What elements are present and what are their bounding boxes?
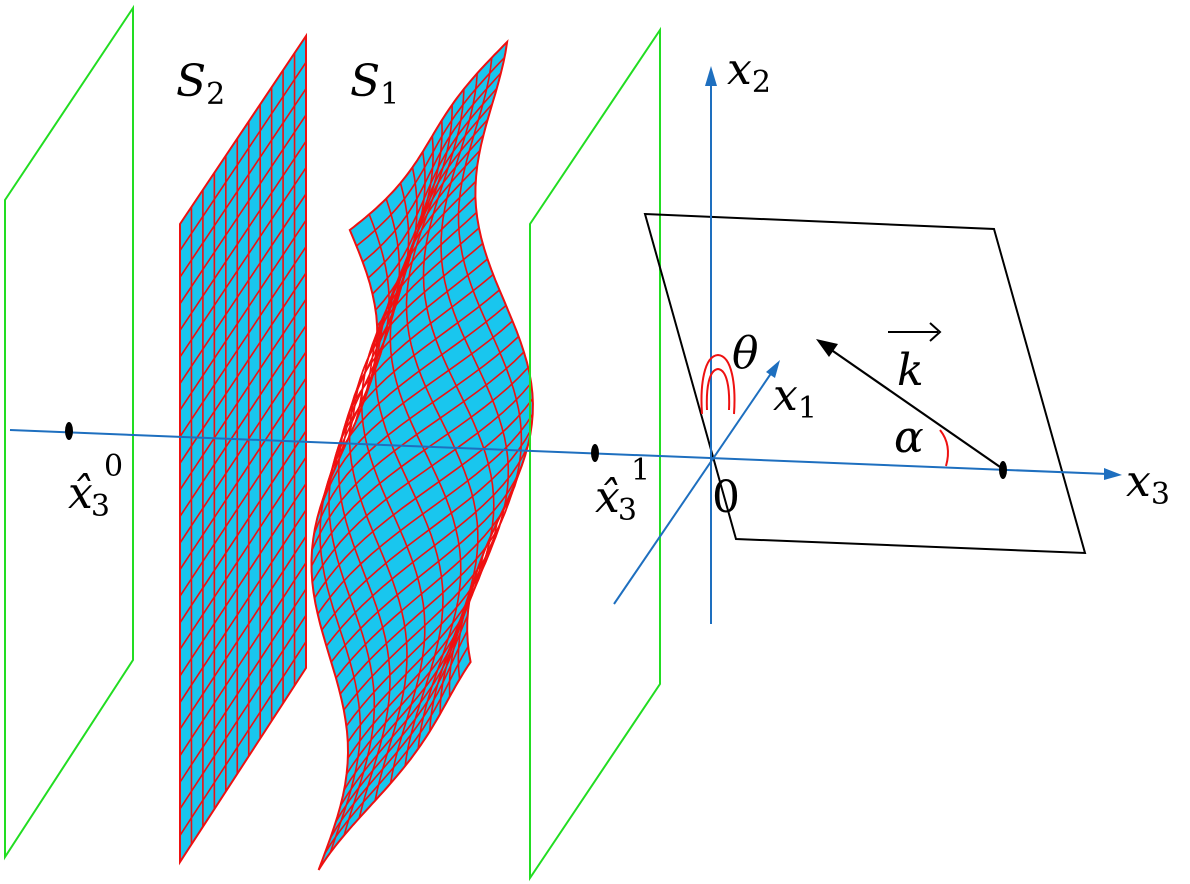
k-vector <box>829 348 1004 470</box>
s1-mesh-horizontal <box>347 242 484 439</box>
s2-mesh-horizontal <box>179 167 307 358</box>
point-k-origin <box>999 461 1007 479</box>
s2-mesh-horizontal <box>179 140 307 331</box>
surface-s1 <box>310 39 534 871</box>
label-xhat0-sup: 0 <box>104 449 123 484</box>
s1-mesh-horizontal <box>311 351 525 551</box>
axes <box>9 66 1122 624</box>
s1-mesh-horizontal <box>367 87 498 279</box>
s1-mesh-horizontal <box>330 460 525 663</box>
point-xhat1 <box>591 444 599 462</box>
label-x2: x2 <box>727 44 771 100</box>
theta-arc-outer <box>700 353 736 415</box>
s1-mesh-horizontal <box>343 506 506 711</box>
s1-mesh-horizontal <box>345 522 498 727</box>
x2-axis-arrowhead <box>705 66 717 86</box>
x3-axis-arrowhead <box>1104 468 1122 480</box>
s1-mesh-horizontal <box>367 196 476 391</box>
s1-mesh-horizontal <box>326 289 501 487</box>
s1-mesh-horizontal <box>311 382 532 583</box>
s2-mesh-horizontal <box>179 404 307 597</box>
s2-mesh-horizontal <box>179 562 307 757</box>
s1-mesh-horizontal <box>317 413 534 615</box>
x3-axis <box>9 429 1109 475</box>
s1-mesh-horizontal <box>361 211 478 407</box>
x1-axis-arrowhead <box>766 360 780 378</box>
left-frame-plane <box>4 4 134 861</box>
s2-mesh-horizontal <box>179 88 307 278</box>
s1-mesh-horizontal <box>340 258 489 455</box>
s2-mesh-horizontal <box>179 325 307 517</box>
s2-mesh-horizontal <box>179 351 307 544</box>
s1-mesh-horizontal <box>321 429 532 631</box>
alpha-arc <box>939 429 949 467</box>
s2-mesh-horizontal <box>179 641 307 836</box>
s1-mesh-horizontal <box>355 56 506 247</box>
k-overarrow-head <box>929 322 942 342</box>
label-xhat0: x̂3 <box>68 468 110 524</box>
s2-mesh-horizontal <box>179 509 307 703</box>
incidence-plane <box>643 212 1087 555</box>
label-theta: θ <box>732 328 759 379</box>
label-s1: S1 <box>350 56 399 112</box>
s2-mesh-horizontal <box>179 298 307 491</box>
x1-axis <box>613 371 773 605</box>
s2-mesh-horizontal <box>179 61 307 252</box>
s1-mesh-horizontal <box>329 630 468 839</box>
s2-mesh-horizontal <box>179 114 307 305</box>
s2-mesh-horizontal <box>179 614 307 810</box>
s1-mesh-horizontal <box>371 103 493 295</box>
surface-s2-mesh <box>179 53 307 845</box>
s1-mesh-horizontal <box>371 180 477 375</box>
s2-mesh-horizontal <box>179 219 307 411</box>
label-alpha: α <box>894 412 924 463</box>
label-s2: S2 <box>176 56 225 112</box>
s2-mesh-horizontal <box>179 193 307 384</box>
theta-arc-inner <box>705 367 731 411</box>
label-xhat1: x̂3 <box>595 472 637 528</box>
label-k: k <box>897 345 924 396</box>
s1-mesh-horizontal <box>347 537 491 743</box>
s2-mesh-horizontal <box>179 272 307 464</box>
label-xhat1-sup: 1 <box>631 453 650 488</box>
s1-mesh-horizontal <box>313 335 520 535</box>
s2-mesh-horizontal <box>179 377 307 571</box>
s1-mesh-horizontal <box>335 615 469 823</box>
s1-mesh-horizontal <box>362 72 502 263</box>
point-xhat0 <box>65 422 73 440</box>
label-x3: x3 <box>1126 456 1170 512</box>
s2-mesh-horizontal <box>179 483 307 677</box>
s2-mesh-horizontal <box>179 588 307 783</box>
k-vector-arrowhead <box>816 339 838 357</box>
s1-mesh-horizontal <box>339 599 471 807</box>
s2-mesh-horizontal <box>179 456 307 650</box>
s1-mesh-horizontal <box>310 366 529 567</box>
s1-mesh-horizontal <box>321 304 507 503</box>
label-x1: x1 <box>773 370 817 426</box>
s1-mesh-horizontal <box>316 320 514 519</box>
s1-mesh-horizontal <box>313 398 534 599</box>
s2-mesh-horizontal <box>179 535 307 730</box>
right-frame-plane <box>529 26 661 882</box>
s1-mesh-horizontal <box>325 444 529 647</box>
surface-s1-mesh <box>310 56 534 855</box>
label-origin: 0 <box>712 472 740 523</box>
s1-mesh-horizontal <box>323 646 469 855</box>
s2-mesh-horizontal <box>179 430 307 624</box>
s1-mesh-horizontal <box>347 553 485 759</box>
s2-mesh-horizontal <box>179 246 307 438</box>
